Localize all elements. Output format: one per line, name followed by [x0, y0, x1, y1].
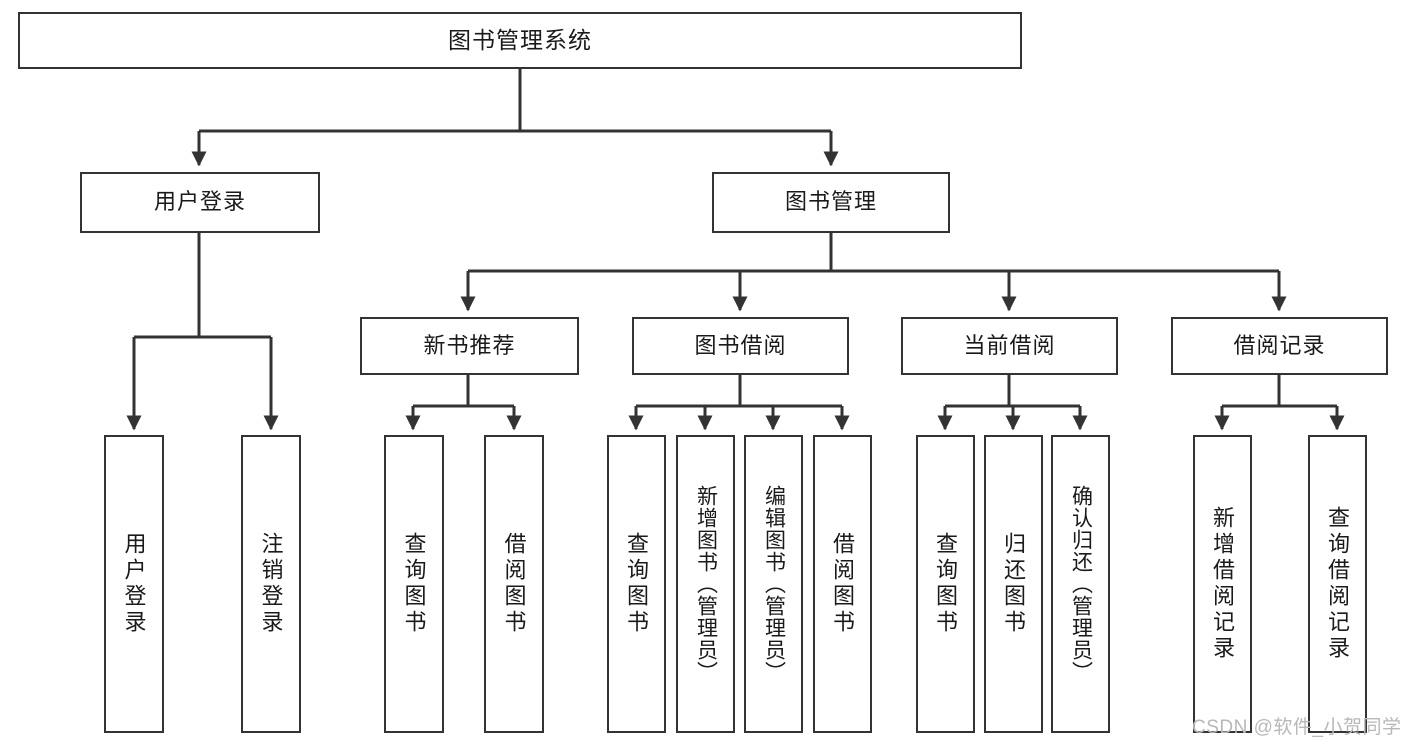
leaf-confirm-return[interactable]: 确认归还（管理员）	[1051, 435, 1110, 733]
leaf-edit-book[interactable]: 编辑图书（管理员）	[744, 435, 803, 733]
leaf-query-book-borrow[interactable]: 查询图书	[607, 435, 666, 733]
leaf-user-logout[interactable]: 注销登录	[241, 435, 301, 733]
node-borrow-record[interactable]: 借阅记录	[1171, 317, 1388, 375]
leaf-borrow-book-recommend[interactable]: 借阅图书	[484, 435, 544, 733]
leaf-user-login[interactable]: 用户登录	[104, 435, 164, 733]
leaf-query-borrow-record[interactable]: 查询借阅记录	[1308, 435, 1367, 733]
leaf-add-book[interactable]: 新增图书（管理员）	[676, 435, 735, 733]
leaf-query-book-recommend[interactable]: 查询图书	[384, 435, 444, 733]
leaf-query-book-current[interactable]: 查询图书	[916, 435, 975, 733]
leaf-return-book[interactable]: 归还图书	[984, 435, 1043, 733]
node-current-borrow[interactable]: 当前借阅	[901, 317, 1118, 375]
node-new-book-recommend[interactable]: 新书推荐	[360, 317, 579, 375]
leaf-add-borrow-record[interactable]: 新增借阅记录	[1193, 435, 1252, 733]
csdn-watermark: CSDN @软件_小贺同学	[1192, 717, 1402, 738]
node-book-manage[interactable]: 图书管理	[712, 172, 950, 233]
node-user-login[interactable]: 用户登录	[80, 172, 320, 233]
node-book-borrow[interactable]: 图书借阅	[632, 317, 849, 375]
leaf-borrow-book[interactable]: 借阅图书	[813, 435, 872, 733]
node-root-system[interactable]: 图书管理系统	[18, 12, 1022, 69]
